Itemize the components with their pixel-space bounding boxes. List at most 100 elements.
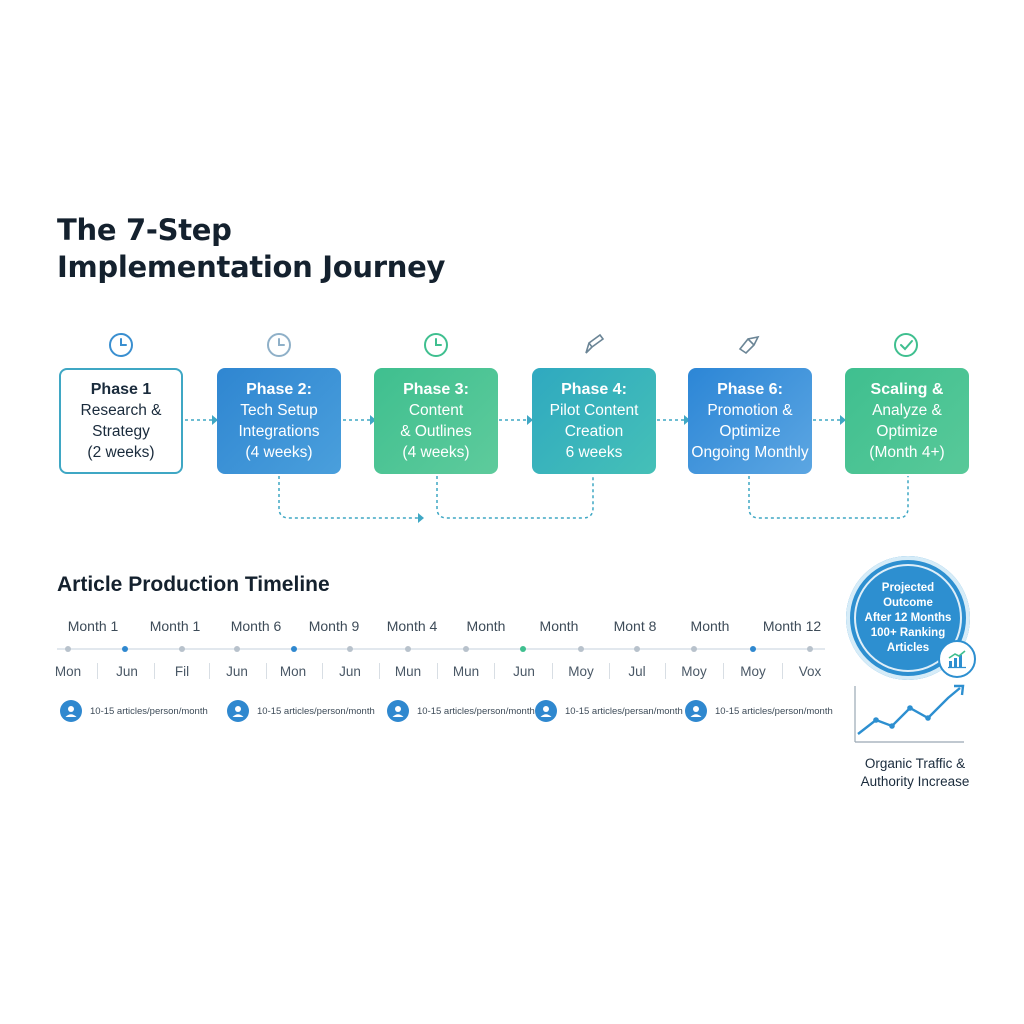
phase-duration: (4 weeks) <box>402 444 470 461</box>
trend-line-graphic <box>854 684 965 743</box>
clock-icon <box>265 331 293 359</box>
timeline-separator <box>782 663 783 679</box>
tick-label: Jun <box>116 664 138 679</box>
month-label: Month <box>466 618 506 634</box>
rate-label: 10-15 articles/persan/month <box>565 705 683 717</box>
badge-line: Projected <box>881 581 935 594</box>
phase-title: Phase 2: <box>246 381 312 398</box>
pencil-icon <box>580 331 608 359</box>
badge-line: Articles <box>886 641 930 654</box>
phase-card-3[interactable]: Phase 3: Content & Outlines (4 weeks) <box>374 368 498 474</box>
rate-label: 10-15 articles/person/month <box>90 705 208 717</box>
timeline-separator <box>723 663 724 679</box>
timeline-separator <box>209 663 210 679</box>
timeline-dot <box>750 646 756 652</box>
timeline-dot <box>347 646 353 652</box>
timeline-dot <box>234 646 240 652</box>
page-title: The 7-Step Implementation Journey <box>57 212 445 286</box>
phase-line: Content <box>408 402 464 419</box>
phase-line: Pilot Content <box>549 402 639 419</box>
user-icon <box>60 700 82 722</box>
team-member-rate: 10-15 articles/person/month <box>60 700 208 722</box>
tick-label: Fil <box>174 664 190 679</box>
check-circle-icon <box>892 331 920 359</box>
month-label: Month 1 <box>67 618 119 634</box>
timeline-dot <box>691 646 697 652</box>
month-label: Month <box>539 618 579 634</box>
phase-card-2[interactable]: Phase 2: Tech Setup Integrations (4 week… <box>217 368 341 474</box>
timeline-dot <box>520 646 526 652</box>
phase-duration: (Month 4+) <box>869 444 945 461</box>
tick-label: Jul <box>628 664 646 679</box>
phase-card-6[interactable]: Scaling & Analyze & Optimize (Month 4+) <box>845 368 969 474</box>
rate-label: 10-15 articles/person/month <box>417 705 535 717</box>
timeline-dot <box>65 646 71 652</box>
phase-card-5[interactable]: Phase 6: Promotion & Optimize Ongoing Mo… <box>688 368 812 474</box>
tick-label: Moy <box>681 664 707 679</box>
timeline-separator <box>437 663 438 679</box>
phase-title: Scaling & <box>870 381 944 398</box>
timeline-separator <box>266 663 267 679</box>
outcome-badge-text: Projected Outcome After 12 Months 100+ R… <box>854 564 962 672</box>
user-icon <box>387 700 409 722</box>
clock-icon <box>422 331 450 359</box>
tick-label: Mun <box>452 664 480 679</box>
phase-line: & Outlines <box>400 423 472 440</box>
timeline-dot <box>122 646 128 652</box>
phase-duration: Ongoing Monthly <box>691 444 809 461</box>
phase-card-1[interactable]: Phase 1 Research & Strategy (2 weeks) <box>59 368 183 474</box>
phase-line: Research & <box>80 402 162 419</box>
bar-chart-icon <box>938 640 976 678</box>
timeline-separator <box>379 663 380 679</box>
timeline-axis <box>57 648 825 650</box>
rate-label: 10-15 articles/person/month <box>257 705 375 717</box>
rate-label: 10-15 articles/person/month <box>715 705 833 717</box>
outcome-badge: Projected Outcome After 12 Months 100+ R… <box>846 556 970 680</box>
month-label: Month 1 <box>149 618 201 634</box>
timeline-separator <box>322 663 323 679</box>
team-member-rate: 10-15 articles/person/month <box>227 700 375 722</box>
phase-line: Tech Setup <box>240 402 318 419</box>
tick-label: Jun <box>339 664 361 679</box>
badge-line: Outcome <box>883 596 933 609</box>
phase-card-4[interactable]: Phase 4: Pilot Content Creation 6 weeks <box>532 368 656 474</box>
phase-title: Phase 1 <box>90 381 152 398</box>
tick-label: Mon <box>54 664 82 679</box>
phase-line: Creation <box>564 423 624 440</box>
tick-label: Moy <box>740 664 766 679</box>
tick-label: Moy <box>568 664 594 679</box>
tick-label: Mun <box>394 664 422 679</box>
user-icon <box>227 700 249 722</box>
timeline-separator <box>97 663 98 679</box>
timeline-title: Article Production Timeline <box>57 573 330 596</box>
phase-duration: 6 weeks <box>565 444 623 461</box>
month-label: Month 12 <box>762 618 822 634</box>
trend-label-line: Authority Increase <box>860 774 970 789</box>
tick-label: Jun <box>226 664 248 679</box>
page-title-line-1: The 7-Step <box>57 213 232 247</box>
tick-label: Jun <box>513 664 535 679</box>
timeline-dot <box>179 646 185 652</box>
phase-line: Integrations <box>238 423 320 440</box>
timeline-dot <box>578 646 584 652</box>
clock-icon <box>107 331 135 359</box>
phase-title: Phase 3: <box>403 381 469 398</box>
month-label: Month <box>690 618 730 634</box>
phase-duration: (2 weeks) <box>87 444 155 461</box>
phase-title: Phase 6: <box>717 381 783 398</box>
badge-line: 100+ Ranking <box>870 626 946 639</box>
timeline-separator <box>609 663 610 679</box>
phase-title: Phase 4: <box>561 381 627 398</box>
tick-label: Vox <box>798 664 822 679</box>
timeline-separator <box>494 663 495 679</box>
timeline-separator <box>665 663 666 679</box>
badge-line: After 12 Months <box>864 611 952 624</box>
user-icon <box>685 700 707 722</box>
user-icon <box>535 700 557 722</box>
timeline-dot <box>405 646 411 652</box>
team-member-rate: 10-15 articles/person/month <box>387 700 535 722</box>
timeline-dot <box>634 646 640 652</box>
phase-line: Optimize <box>719 423 781 440</box>
trend-label: Organic Traffic & Authority Increase <box>861 755 970 791</box>
